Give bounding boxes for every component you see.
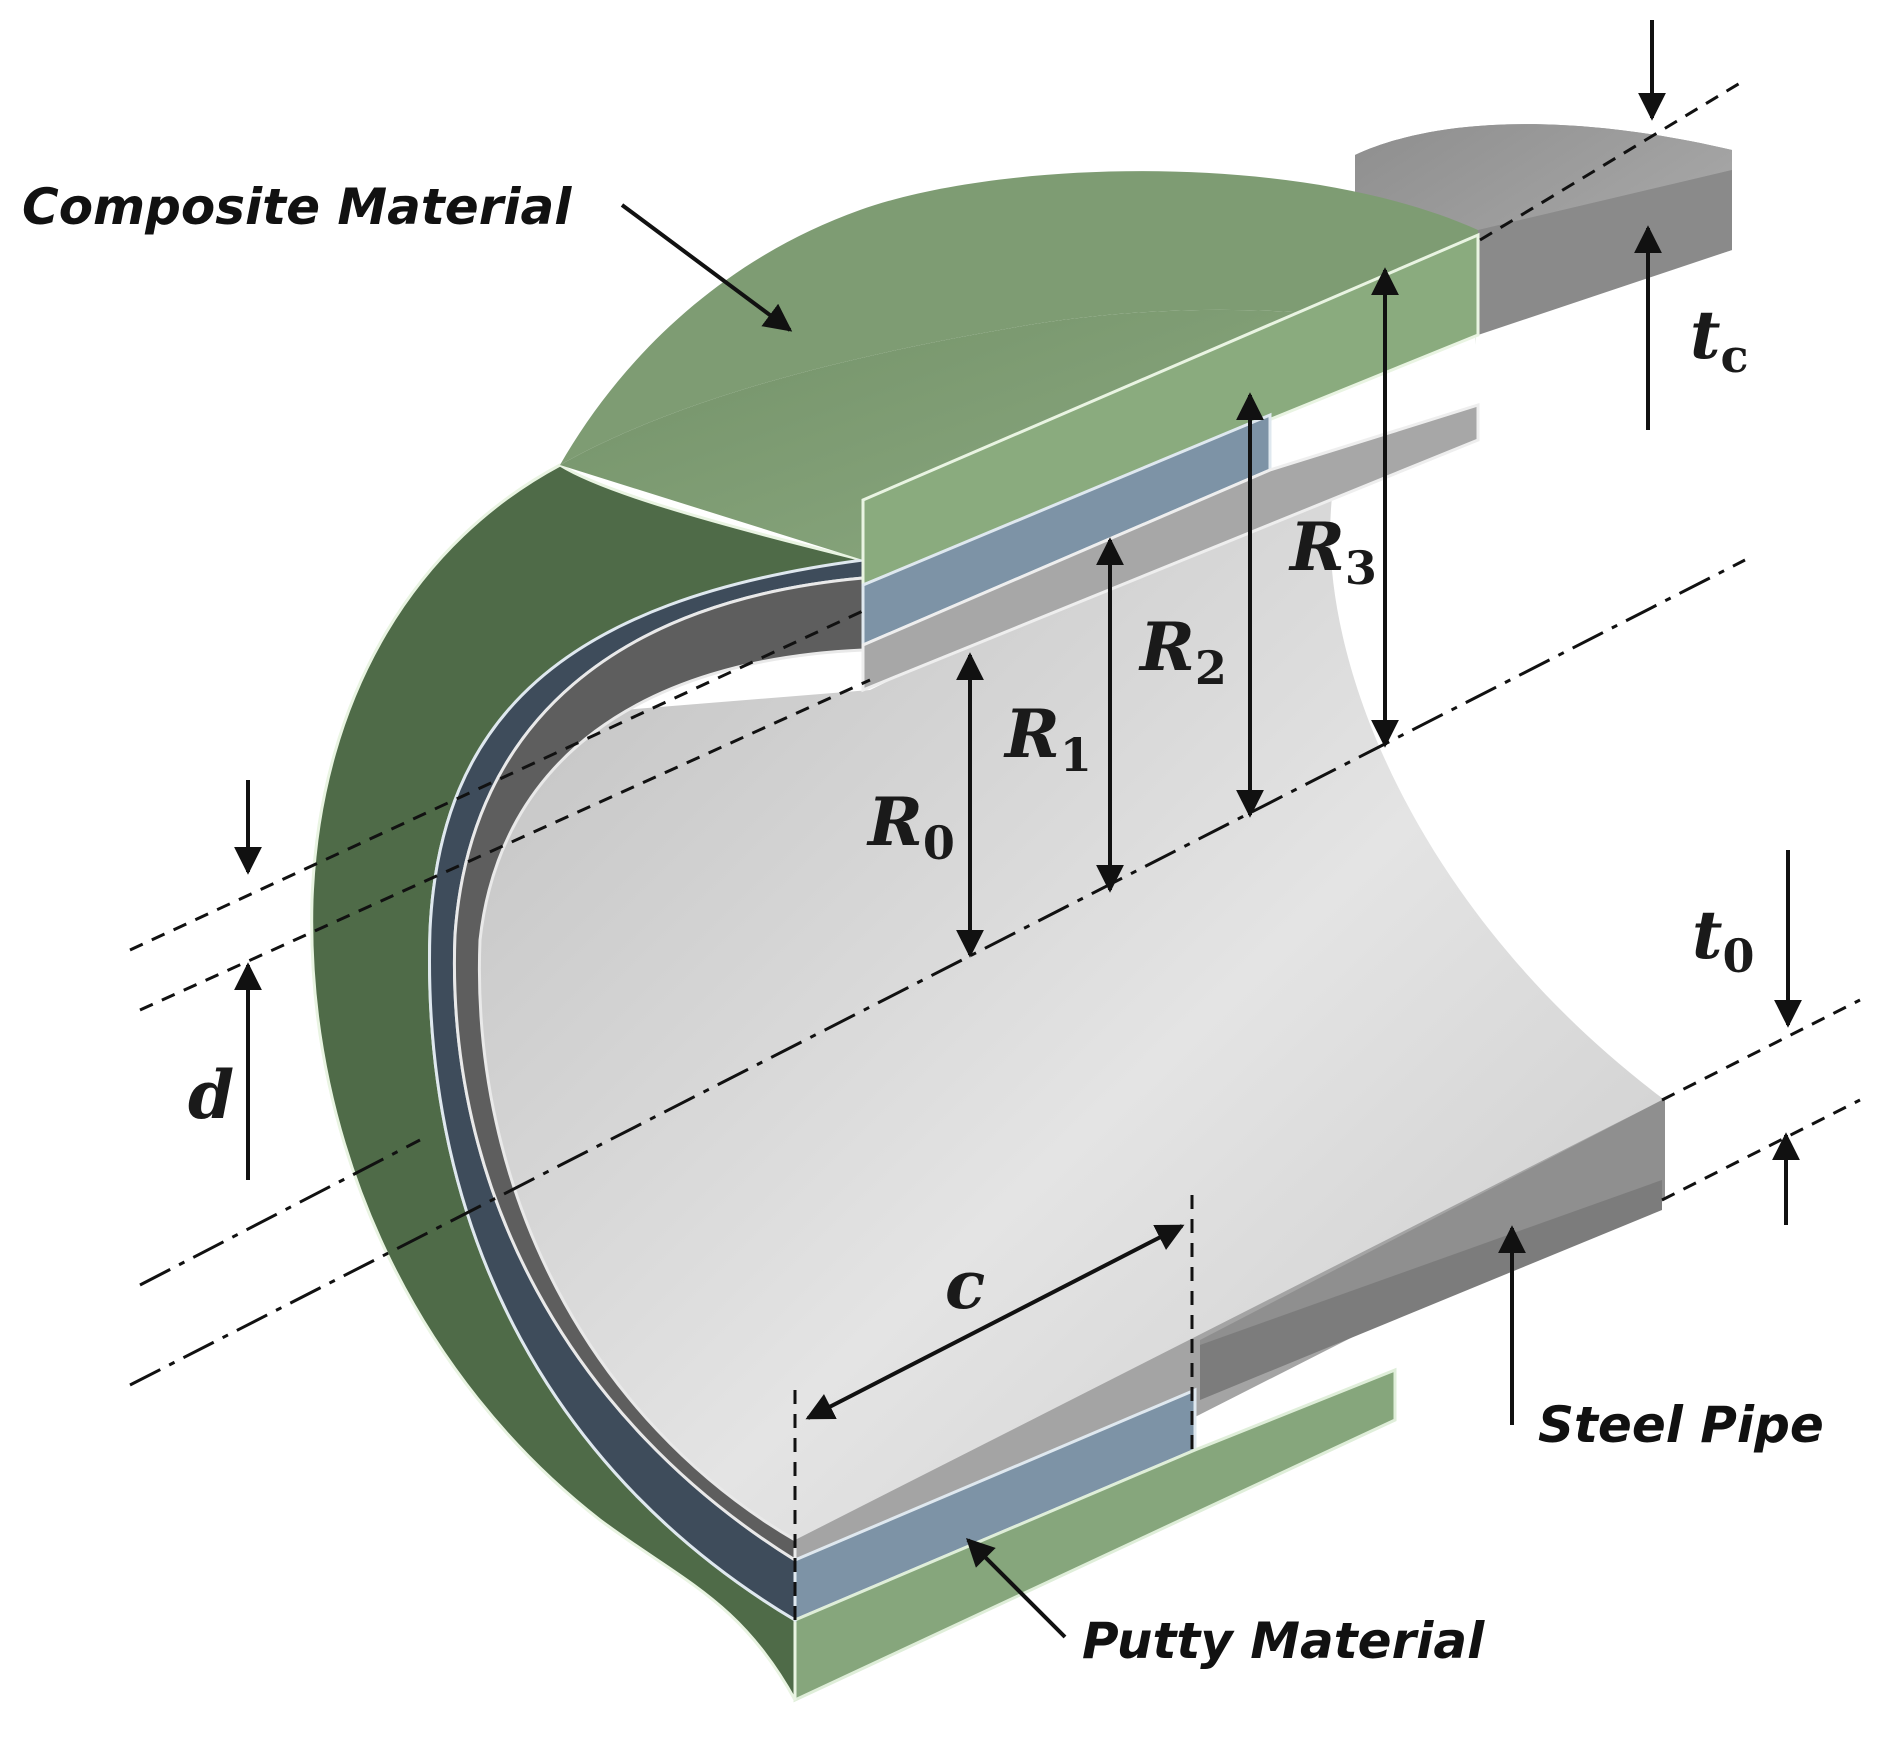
d-guide-upper [129, 608, 866, 952]
steel-pipe-label: Steel Pipe [1538, 1396, 1824, 1454]
d-label: d [188, 1056, 234, 1134]
composite-top-face [560, 171, 1478, 465]
tc-label: tc [1690, 296, 1749, 383]
composite-leader [620, 203, 793, 332]
putty-material-label: Putty Material [1082, 1612, 1485, 1670]
composite-material-label: Composite Material [22, 178, 572, 236]
tc-guide [1479, 78, 1746, 242]
dimension-arrows [234, 20, 1802, 1639]
t0-guide-upper [1661, 998, 1861, 1102]
R3-label: R3 [1288, 508, 1377, 595]
putty-leader [966, 1538, 1067, 1639]
d-guide-lower [139, 678, 871, 1012]
pipe-body [310, 124, 1732, 1703]
steel-pipe-inner-surface [468, 462, 1662, 1610]
steel-pipe-bottom-side [1200, 1180, 1662, 1400]
R1-label: R1 [1003, 695, 1092, 782]
composite-top-layer [560, 230, 1478, 560]
t0-guide-lower [1661, 1098, 1861, 1202]
pipe-outer-dashdot [139, 1138, 421, 1287]
R2-label: R2 [1138, 608, 1227, 695]
c-label: c [945, 1246, 985, 1324]
steel-pipe-top-side [1478, 170, 1732, 335]
t0-label: t0 [1692, 896, 1755, 983]
R0-label: R0 [866, 783, 955, 870]
guide-lines [129, 78, 1861, 1620]
labels: Composite Material Steel Pipe Putty Mate… [22, 178, 1824, 1670]
c-arrow [805, 1224, 1185, 1420]
composite-top-side [861, 232, 1480, 588]
pipe-centerline [129, 558, 1746, 1387]
